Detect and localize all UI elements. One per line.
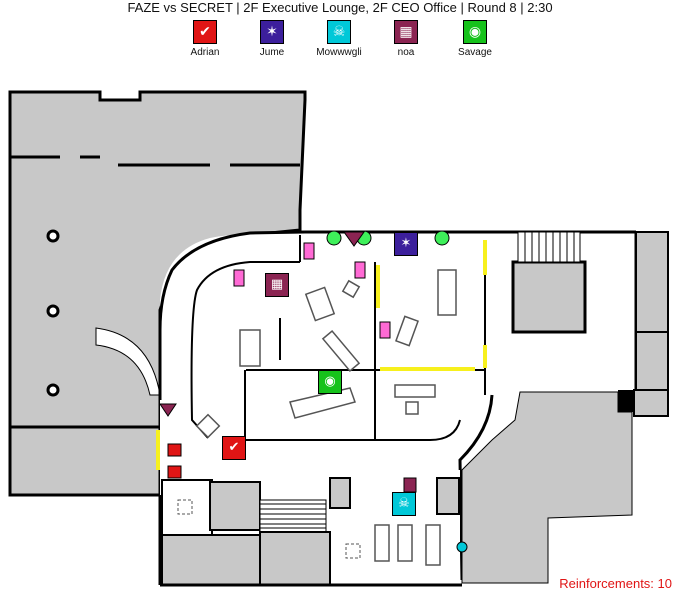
- gadget-marker: [434, 230, 450, 246]
- map-pin-savage[interactable]: ◉: [318, 370, 342, 394]
- gadget-marker: [159, 403, 177, 417]
- operator-noa: ▦ noa: [376, 20, 436, 58]
- gadget-marker: [303, 242, 315, 260]
- map-pin-jume[interactable]: ✶: [394, 232, 418, 256]
- gadget-marker: [326, 230, 342, 246]
- spiral-stairs: [95, 327, 161, 396]
- operator-name: Mowwwgli: [316, 47, 362, 58]
- operator-name: Savage: [458, 47, 492, 58]
- pillar: [46, 229, 60, 243]
- radar-icon: ◉: [463, 20, 487, 44]
- map-pin-mowwwgli[interactable]: ☠: [392, 492, 416, 516]
- reinforcements-counter: Reinforcements: 10: [559, 576, 672, 591]
- operator-name: Jume: [259, 47, 285, 58]
- gadget-marker: [167, 443, 182, 457]
- south-east-roof: [461, 391, 633, 584]
- operator-name: noa: [397, 47, 415, 58]
- pillar: [46, 304, 60, 318]
- checklist-icon: ✔: [193, 20, 217, 44]
- map-pin-noa[interactable]: ▦: [265, 273, 289, 297]
- pillar: [46, 383, 60, 397]
- south-section: [158, 470, 462, 587]
- east-stairwell: [511, 231, 669, 417]
- gadget-marker: [167, 465, 182, 479]
- gadget-marker: [379, 321, 391, 339]
- gadget-marker: [403, 477, 417, 493]
- operator-roster: ✔ Adrian ✶ Jume ☠ Mowwwgli ▦ noa ◉ Savage: [0, 20, 680, 64]
- skull-icon: ☠: [327, 20, 351, 44]
- gadget-marker: [456, 541, 468, 553]
- operator-name: Adrian: [190, 47, 220, 58]
- gadget-markers: [159, 230, 468, 553]
- operator-jume: ✶ Jume: [242, 20, 302, 58]
- gadget-marker: [354, 261, 366, 279]
- claw-icon: ✶: [260, 20, 284, 44]
- match-title: FAZE vs SECRET | 2F Executive Lounge, 2F…: [127, 0, 553, 15]
- gadget-marker: [343, 231, 365, 247]
- operator-adrian: ✔ Adrian: [175, 20, 235, 58]
- shield-grid-icon: ▦: [394, 20, 418, 44]
- gadget-marker: [233, 269, 245, 287]
- operator-savage: ◉ Savage: [445, 20, 505, 58]
- operator-mowwwgli: ☠ Mowwwgli: [309, 20, 369, 58]
- map-pin-adrian[interactable]: ✔: [222, 436, 246, 460]
